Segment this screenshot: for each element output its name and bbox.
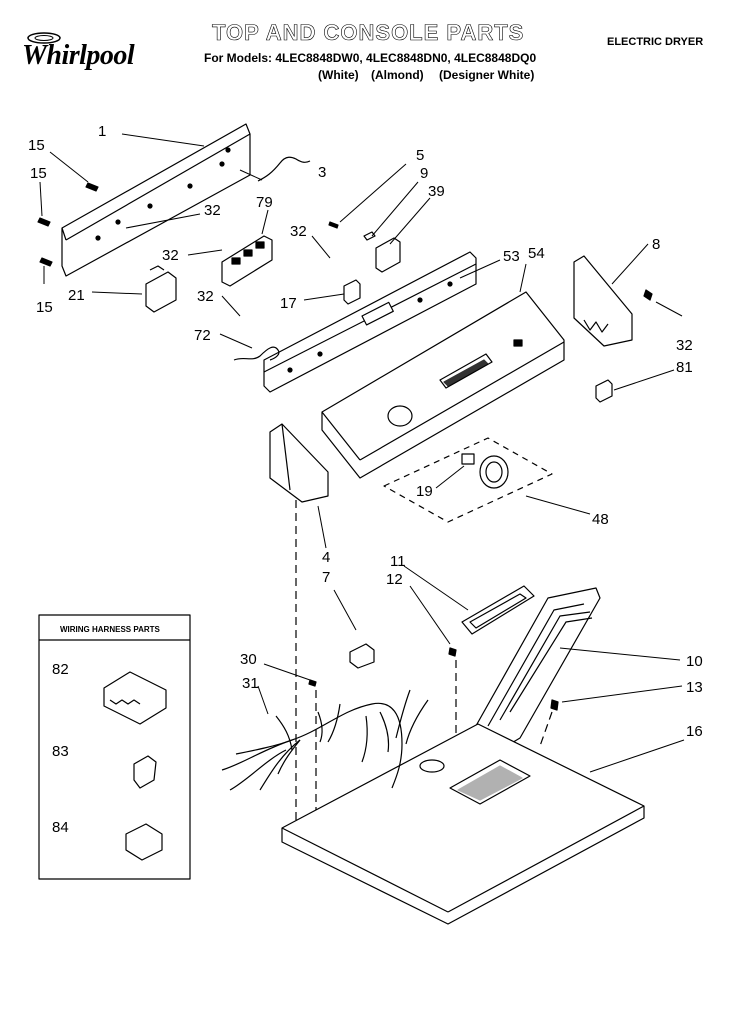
harness-clip-part-83 xyxy=(133,755,157,789)
plug-part-7 xyxy=(349,643,375,669)
color-almond: (Almond) xyxy=(371,68,424,82)
callout-32-b: 32 xyxy=(162,247,179,264)
callout-11: 11 xyxy=(390,553,406,570)
callout-32-a: 32 xyxy=(204,202,221,219)
wire-part-3 xyxy=(257,156,311,182)
callout-15-a: 15 xyxy=(28,137,45,154)
callout-17: 17 xyxy=(280,295,297,312)
screw-part-13 xyxy=(550,699,559,711)
terminal-part-30 xyxy=(308,679,317,687)
callout-3: 3 xyxy=(318,164,326,181)
main-wire-harness-part-31 xyxy=(221,689,429,791)
color-white: (White) xyxy=(318,68,359,82)
harness-terminal-part-84 xyxy=(125,823,163,861)
whirlpool-logo: Whirlpool xyxy=(14,28,164,72)
callout-4: 4 xyxy=(322,549,330,566)
callout-72: 72 xyxy=(194,327,211,344)
callout-15-b: 15 xyxy=(30,165,47,182)
color-designer-white: (Designer White) xyxy=(439,68,535,82)
callout-13: 13 xyxy=(686,679,703,696)
callout-8: 8 xyxy=(652,236,660,253)
callout-labels: 1 15 15 15 3 5 9 39 32 79 32 32 53 54 8 … xyxy=(28,123,703,836)
callout-81: 81 xyxy=(676,359,693,376)
product-type: ELECTRIC DRYER xyxy=(607,36,704,48)
callout-53: 53 xyxy=(503,248,520,265)
rear-panel-part xyxy=(61,123,251,277)
control-panel-part-54 xyxy=(321,291,565,479)
clip-part-17 xyxy=(343,279,361,305)
knob-insert-part-19 xyxy=(461,453,475,465)
callout-54: 54 xyxy=(528,245,545,262)
harness-connector-part-82 xyxy=(103,671,167,725)
callout-15-c: 15 xyxy=(36,299,53,316)
knob-box xyxy=(383,437,553,523)
screw-part-5 xyxy=(328,221,339,229)
harness-part-72 xyxy=(233,346,280,361)
callout-84: 84 xyxy=(52,819,69,836)
callout-leader-lines xyxy=(39,133,685,837)
callout-32-d: 32 xyxy=(197,288,214,305)
inset-title: WIRING HARNESS PARTS xyxy=(60,625,161,634)
page-title: TOP AND CONSOLE PARTS xyxy=(212,20,525,46)
console-rail-part xyxy=(263,251,477,393)
bracket-part-39 xyxy=(375,237,401,273)
callout-5: 5 xyxy=(416,147,424,164)
screw-part-12 xyxy=(448,647,457,657)
screw-part-15 xyxy=(37,182,99,267)
button-part-81 xyxy=(595,379,613,403)
callout-9: 9 xyxy=(420,165,428,182)
bracket-part-21 xyxy=(145,265,177,313)
callout-30: 30 xyxy=(240,651,257,668)
callout-12: 12 xyxy=(386,571,403,588)
callout-83: 83 xyxy=(52,743,69,760)
screw-part-32-right xyxy=(643,289,653,301)
top-panel-part-16 xyxy=(281,723,645,925)
clip-part-9 xyxy=(363,231,376,241)
lint-filter-housing-part-10 xyxy=(467,587,601,757)
callout-82: 82 xyxy=(52,661,69,678)
callout-48: 48 xyxy=(592,511,609,528)
end-cap-part-4 xyxy=(269,423,329,503)
wiring-harness-inset xyxy=(38,614,191,880)
callout-19: 19 xyxy=(416,483,433,500)
brand-name: Whirlpool xyxy=(22,40,135,71)
callout-32-c: 32 xyxy=(290,223,307,240)
callout-21: 21 xyxy=(68,287,85,304)
callout-32-e: 32 xyxy=(676,337,693,354)
switch-part-79 xyxy=(221,235,273,287)
callout-79: 79 xyxy=(256,194,273,211)
models-line: For Models: 4LEC8848DW0, 4LEC8848DN0, 4L… xyxy=(204,51,537,65)
callout-10: 10 xyxy=(686,653,703,670)
callout-16: 16 xyxy=(686,723,703,740)
callout-1: 1 xyxy=(98,123,106,140)
end-cap-part-8 xyxy=(573,255,633,347)
callout-7: 7 xyxy=(322,569,330,586)
callout-31: 31 xyxy=(242,675,259,692)
callout-39: 39 xyxy=(428,183,445,200)
